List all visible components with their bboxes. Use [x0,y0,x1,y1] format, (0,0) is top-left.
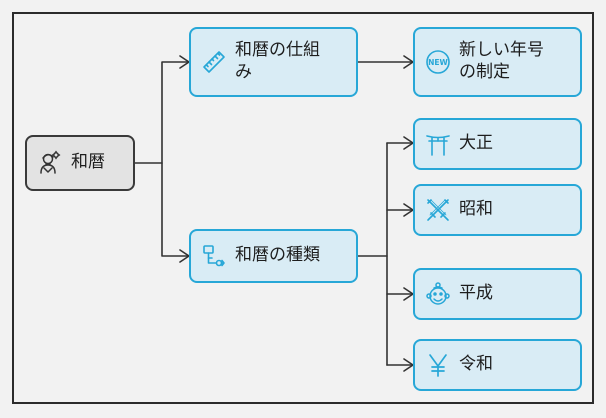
node-system-label: 和暦の仕組 み [235,40,320,82]
ruler-icon [201,49,227,75]
new-badge-icon: NEW [425,49,451,75]
node-system[interactable]: 和暦の仕組 み [189,27,358,97]
node-reiwa-label: 令和 [459,354,493,375]
node-types-label: 和暦の種類 [235,245,320,266]
node-types[interactable]: 和暦の種類 [189,229,358,283]
node-showa-label: 昭和 [459,199,493,220]
node-taisho[interactable]: 大正 [413,118,582,170]
node-showa[interactable]: 昭和 [413,184,582,236]
node-new-era-label: 新しい年号 の制定 [459,40,544,82]
person-with-flower-icon [37,150,63,176]
svg-text:NEW: NEW [428,58,448,67]
crossed-swords-icon [425,197,451,223]
edge-root-types [161,162,189,257]
node-new-era[interactable]: NEW 新しい年号 の制定 [413,27,582,97]
node-taisho-label: 大正 [459,133,493,154]
node-heisei[interactable]: 平成 [413,268,582,320]
monkey-face-icon [425,281,451,307]
node-root-label: 和暦 [71,152,105,173]
diagram-canvas: 和暦 和暦の仕組 み NEW 新しい年号 の制定 [12,12,594,404]
node-root[interactable]: 和暦 [25,135,135,191]
hierarchy-icon [201,243,227,269]
node-heisei-label: 平成 [459,283,493,304]
node-reiwa[interactable]: 令和 [413,339,582,391]
yen-icon [425,352,451,378]
edge-root-system [134,61,189,164]
torii-gate-icon [425,131,451,157]
